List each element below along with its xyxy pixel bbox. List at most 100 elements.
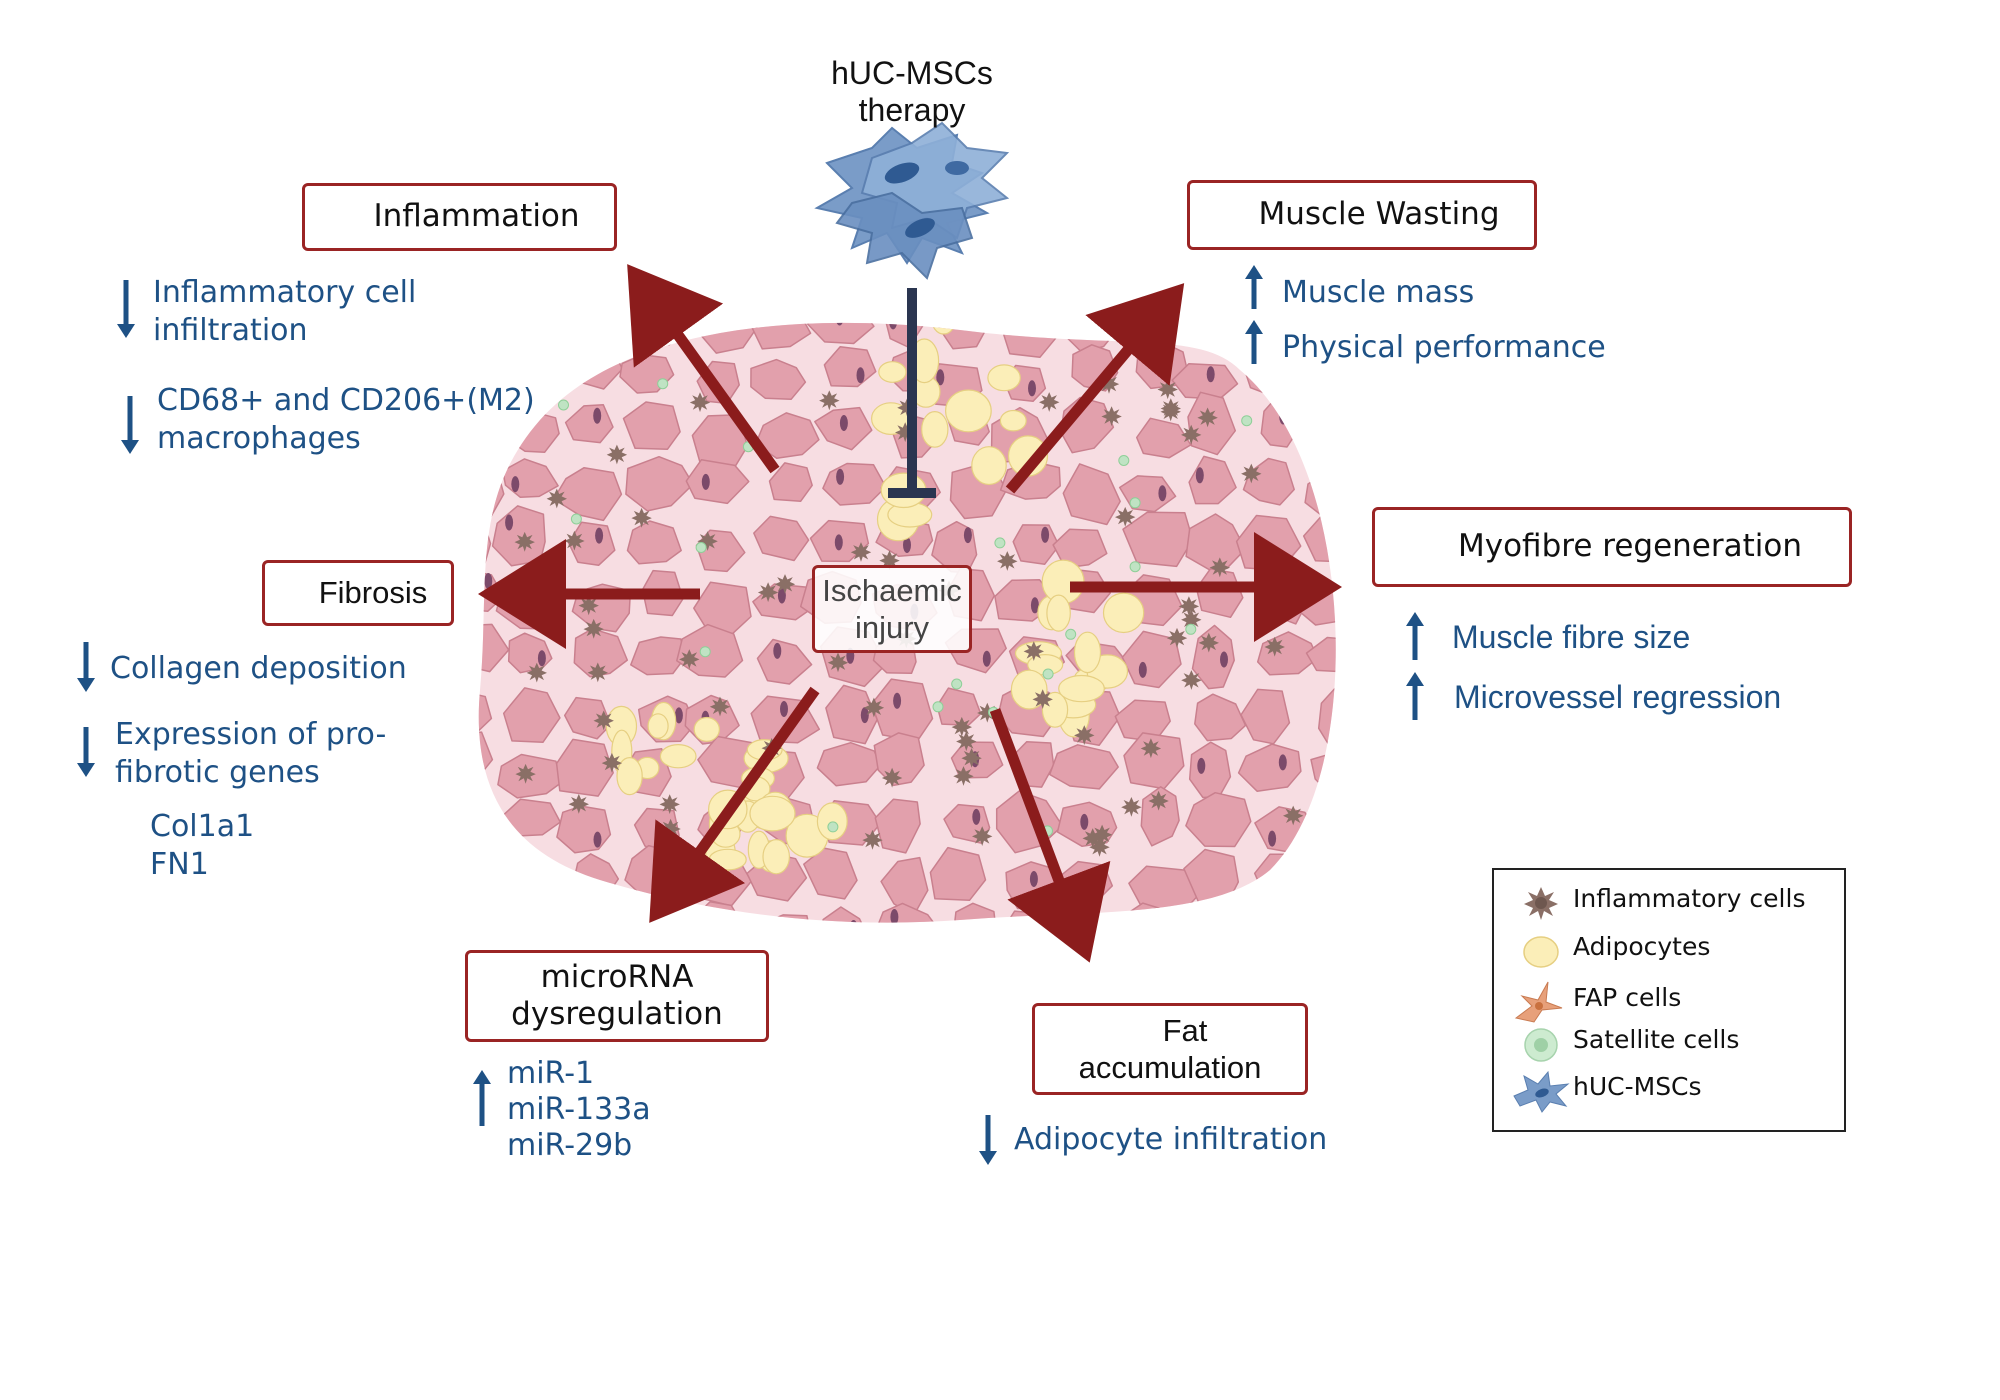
satellite-cell bbox=[951, 678, 963, 690]
myonucleus bbox=[595, 527, 604, 544]
myonucleus bbox=[701, 473, 710, 490]
myonucleus bbox=[467, 313, 475, 329]
myonucleus bbox=[893, 692, 902, 709]
muscle-wasting-box: Muscle Wasting bbox=[1187, 180, 1537, 250]
myonucleus bbox=[511, 476, 520, 493]
inflammatory-cell bbox=[1274, 390, 1296, 410]
muscle-fibre bbox=[1185, 791, 1252, 848]
myonucleus bbox=[860, 707, 869, 724]
inflammatory-cell bbox=[631, 507, 652, 528]
collagen-decrease-arrow bbox=[77, 642, 95, 692]
microvessel-regression-text: Microvessel regression bbox=[1454, 679, 1782, 715]
muscle-fibre bbox=[951, 902, 999, 923]
satellite-cell bbox=[699, 646, 711, 658]
muscle-fibre bbox=[1057, 919, 1117, 923]
satellite-cell-icon bbox=[1524, 1028, 1558, 1062]
myonucleus bbox=[666, 855, 675, 872]
muscle-fibre bbox=[806, 322, 875, 345]
inflammatory-cell-decrease-arrow bbox=[117, 280, 135, 338]
inflammatory-cell bbox=[526, 662, 547, 683]
adipocyte bbox=[921, 411, 949, 448]
inflammatory-cell bbox=[1241, 463, 1262, 484]
myonucleus bbox=[963, 527, 972, 544]
muscle-fibre bbox=[756, 638, 813, 685]
myonucleus bbox=[674, 707, 683, 724]
inflammatory-cell bbox=[863, 697, 885, 718]
adipocyte bbox=[708, 848, 747, 871]
myonucleus bbox=[1206, 366, 1215, 383]
inflammatory-cell-infiltration-line1: Inflammatory cell bbox=[153, 275, 417, 310]
inflammatory-cell bbox=[1283, 805, 1304, 826]
inflammatory-cell bbox=[564, 530, 585, 551]
inflammatory-cell bbox=[757, 582, 779, 603]
muscle-fibre bbox=[569, 322, 614, 347]
arrow-to-fat-accumulation bbox=[989, 708, 1111, 963]
myonucleus bbox=[777, 587, 786, 604]
myonucleus bbox=[1080, 813, 1089, 830]
huc-msc-cluster bbox=[814, 121, 1010, 280]
muscle-fibre bbox=[803, 847, 858, 900]
myonucleus bbox=[835, 322, 844, 326]
myonucleus bbox=[762, 306, 770, 322]
macrophages-line1: CD68+ and CD206+(M2) bbox=[157, 383, 535, 418]
inflammatory-cell bbox=[956, 731, 977, 752]
microrna-box: microRNA dysregulation bbox=[465, 950, 769, 1042]
arrow-to-muscle-wasting bbox=[1005, 283, 1185, 494]
myonucleus bbox=[1345, 532, 1353, 548]
adipocyte bbox=[659, 744, 697, 769]
fap-cell-icon bbox=[1514, 981, 1563, 1023]
satellite-cell bbox=[695, 542, 707, 553]
arrow-to-microrna bbox=[649, 686, 820, 923]
muscle-fibre bbox=[1314, 906, 1336, 923]
inflammatory-cell bbox=[1148, 790, 1169, 811]
satellite-cell bbox=[1042, 668, 1054, 680]
myonucleus bbox=[508, 322, 517, 329]
adipocyte bbox=[930, 322, 957, 335]
inflammatory-cell bbox=[578, 595, 599, 616]
inflammatory-cell bbox=[1121, 797, 1142, 817]
legend-label-inflammatory-cells: Inflammatory cells bbox=[1573, 884, 1806, 913]
gene-fn1: FN1 bbox=[150, 847, 209, 882]
adipocyte bbox=[971, 446, 1007, 486]
muscle-fibre bbox=[825, 684, 878, 745]
inflammatory-cell bbox=[532, 864, 553, 885]
myonucleus bbox=[936, 369, 945, 386]
myonucleus bbox=[903, 537, 911, 553]
inflammatory-cell bbox=[881, 767, 903, 788]
myonucleus bbox=[505, 514, 514, 531]
gene-col1a1: Col1a1 bbox=[150, 809, 255, 844]
macrophages-line2: macrophages bbox=[157, 421, 361, 456]
myonucleus bbox=[1319, 481, 1328, 498]
muscle-fibre bbox=[873, 902, 940, 923]
inflammatory-cell bbox=[951, 716, 972, 737]
inflammatory-cell bbox=[972, 826, 993, 846]
muscle-fibre bbox=[1305, 799, 1336, 856]
muscle-fibre bbox=[555, 738, 614, 797]
adipocyte bbox=[647, 713, 669, 739]
mirna-133a: miR-133a bbox=[507, 1092, 651, 1127]
myonucleus bbox=[780, 701, 788, 717]
adipocyte-icon bbox=[1523, 936, 1559, 968]
inflammatory-cell bbox=[515, 763, 536, 784]
muscle-fibre bbox=[630, 636, 687, 676]
inflammatory-cell bbox=[659, 794, 680, 814]
myonucleus bbox=[1279, 408, 1288, 425]
gene-list: Col1a1 FN1 bbox=[150, 808, 254, 884]
myonucleus bbox=[484, 573, 493, 589]
legend-label-fap-cells: FAP cells bbox=[1573, 983, 1682, 1012]
satellite-cell bbox=[558, 399, 569, 411]
myonucleus bbox=[890, 909, 899, 923]
inflammatory-cell bbox=[1198, 632, 1219, 653]
therapy-label: hUC-MSCs therapy bbox=[812, 55, 1012, 129]
adipocyte-decrease-arrow bbox=[979, 1115, 997, 1165]
fibrosis-title: Fibrosis bbox=[318, 575, 428, 611]
center-label-line2: injury bbox=[854, 610, 930, 645]
inflammatory-cell bbox=[1181, 424, 1202, 445]
myonucleus bbox=[1158, 485, 1167, 502]
muscle-fibre bbox=[1189, 904, 1255, 923]
satellite-cell bbox=[994, 537, 1006, 549]
adipocyte bbox=[762, 839, 790, 875]
muscle-fibre bbox=[685, 459, 750, 505]
microvessel-increase-arrow bbox=[1406, 672, 1424, 720]
satellite-cell bbox=[1118, 455, 1130, 466]
